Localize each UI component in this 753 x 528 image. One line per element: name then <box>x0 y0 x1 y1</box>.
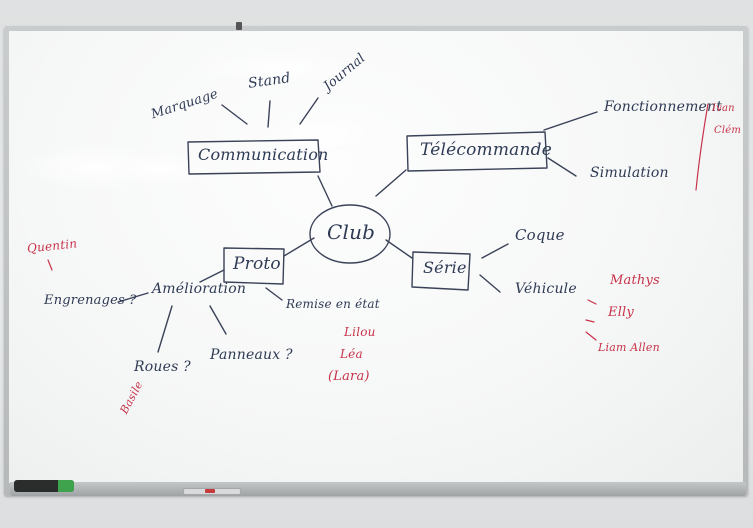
remise-en-etat-label: Remise en état <box>286 297 380 311</box>
mathys-note: Mathys <box>610 273 660 288</box>
line-club-telecommande <box>375 169 407 197</box>
proto-label: Proto <box>233 254 281 274</box>
tick-liam <box>585 331 597 341</box>
light-glare <box>109 151 219 187</box>
lilou-note: Lilou <box>344 325 376 339</box>
clem-note: Clém <box>714 125 742 136</box>
elly-note: Elly <box>608 305 634 320</box>
engrenages-label: Engrenages ? <box>44 293 137 308</box>
line-engrenages <box>117 292 149 303</box>
frame-clip <box>236 22 242 30</box>
line-quentin <box>47 259 53 271</box>
tick-mathys <box>587 299 597 305</box>
ivan-note: Ivan <box>712 103 735 114</box>
simulation-label: Simulation <box>590 165 669 181</box>
communication-box <box>187 139 321 175</box>
bracket-telecommande <box>695 103 709 191</box>
communication-label: Communication <box>198 145 329 164</box>
light-glare <box>194 51 364 85</box>
line-roues <box>157 305 173 353</box>
center-ellipse <box>309 204 391 264</box>
line-club-serie <box>385 239 413 259</box>
line-amelioration <box>199 269 225 283</box>
fonctionnement-label: Fonctionnement <box>604 99 723 115</box>
vehicule-label: Véhicule <box>515 281 577 297</box>
line-marquage <box>221 104 248 125</box>
liam-note: Liam Allen <box>598 341 660 354</box>
line-coque <box>481 243 509 259</box>
roues-label: Roues ? <box>134 359 191 375</box>
line-club-proto <box>283 237 315 257</box>
line-vehicule <box>479 274 501 293</box>
marker-cap <box>58 480 74 492</box>
coque-label: Coque <box>515 226 565 244</box>
line-simulation <box>547 157 577 177</box>
line-fonctionnement <box>543 111 598 131</box>
tick-elly <box>585 319 595 323</box>
line-stand <box>267 100 271 128</box>
serie-box <box>411 251 471 291</box>
lea-note: Léa <box>340 347 363 361</box>
amelioration-label: Amélioration <box>152 281 247 297</box>
telecommande-label: Télécommande <box>420 140 553 160</box>
lara-note: (Lara) <box>328 369 370 384</box>
eraser-tag <box>205 489 215 493</box>
whiteboard <box>9 31 743 483</box>
panneaux-label: Panneaux ? <box>210 347 293 363</box>
center-label: Club <box>327 220 376 244</box>
line-journal <box>299 97 319 125</box>
line-panneaux <box>209 305 227 335</box>
line-remise <box>265 287 283 301</box>
serie-label: Série <box>423 258 467 277</box>
line-club-communication <box>317 175 333 207</box>
telecommande-box <box>406 131 548 172</box>
